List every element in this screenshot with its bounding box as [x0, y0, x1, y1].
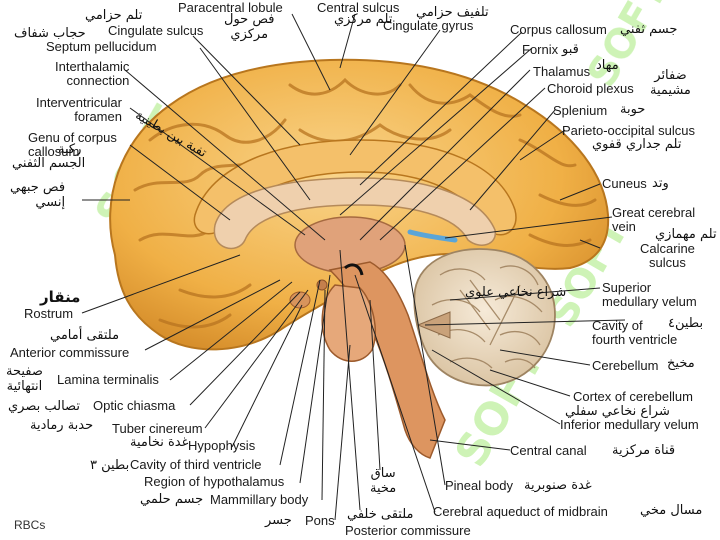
ar-label-inferior-medullary-velum: شراع نخاعي سفلي	[565, 404, 670, 419]
label-rostrum: Rostrum	[24, 306, 74, 321]
ar-label-corpus-callosum: جسم ثفني	[620, 22, 678, 37]
label-cavity-third-ventricle: Cavity of third ventricle	[130, 457, 262, 472]
label-region-hypothalamus: Region of hypothalamus	[144, 474, 285, 489]
label-cerebral-aqueduct: Cerebral aqueduct of midbrain	[433, 504, 608, 519]
ar-label-splenium: حوبة	[620, 102, 646, 117]
label-paracentral-lobule: Paracentral lobule	[178, 0, 283, 15]
ar-label-superior-medullary-velum: شراع نخاعي علوي	[465, 285, 567, 300]
ar-label-hypophysis: غدة نخامية	[130, 435, 189, 450]
ar-label-genu: ركبة	[58, 142, 82, 157]
ar-label-fourth-ventricle: بطين٤	[668, 316, 704, 331]
ar-label-mammillary-body: جسم حلمي	[140, 492, 204, 507]
label-cingulate-gyrus: Cingulate gyrus	[383, 18, 474, 33]
label-inferior-medullary-velum: Inferior medullary velum	[560, 417, 699, 432]
ar-label-rostrum: منقار	[40, 288, 81, 306]
ar-label-lamina-terminalis: صفيحة انتهائية	[6, 364, 43, 394]
ar-label-cingulate-sulcus: تلم حزامي	[85, 8, 143, 23]
ar-label-septum-pellucidum: حجاب شفاف	[14, 26, 86, 41]
label-parieto-occipital-sulcus: Parieto-occipital sulcus	[562, 123, 695, 138]
ar-label-anterior-commissure: ملتقى أمامي	[50, 328, 120, 343]
label-cuneus: Cuneus	[602, 176, 647, 191]
label-genu-corpus-callosum: Genu of corpus callosum	[28, 130, 117, 159]
label-lamina-terminalis: Lamina terminalis	[57, 372, 159, 387]
ar-label-thalamus: مهاد	[596, 58, 619, 73]
ar-label-frontal-lobe: فص جبهي إنسي	[10, 180, 66, 210]
ar-label-cingulate-gyrus: تلفيف حزامي	[416, 5, 489, 20]
ar-label-optic-chiasma: تصالب بصري	[8, 399, 80, 414]
label-central-sulcus: Central sulcus	[317, 0, 400, 15]
label-posterior-commissure: Posterior commissure	[345, 523, 471, 538]
ar-label-central-canal: قناة مركزية	[612, 443, 676, 458]
ar-label-third-ventricle: بطين ٣	[90, 458, 130, 473]
ar-label-cerebral-aqueduct: مسال مخي	[640, 503, 703, 518]
label-septum-pellucidum: Septum pellucidum	[46, 39, 157, 54]
cerebral-aqueduct	[344, 263, 364, 276]
ar-label-cuneus: وتد	[652, 176, 669, 191]
label-calcarine-sulcus: Calcarine sulcus	[640, 241, 695, 270]
label-superior-medullary-velum: Superior medullary velum	[602, 280, 697, 309]
label-fornix: Fornix	[522, 42, 559, 57]
ar-label-posterior-commissure: ملتقى خلفي	[347, 507, 414, 522]
label-tuber-cinereum: Tuber cinereum	[112, 421, 203, 436]
ar-label-pons: جسر	[265, 513, 292, 528]
ar-label-parieto-occipital: تلم جداري قفوي	[592, 137, 682, 152]
corpus-callosum	[213, 177, 496, 250]
label-pons: Pons	[305, 513, 335, 528]
label-splenium: Splenium	[553, 103, 608, 118]
label-cortex-of-cerebellum: Cortex of cerebellum	[573, 389, 693, 404]
label-interventricular-foramen: Interventricular foramen	[36, 95, 122, 124]
ar-label-fornix: قبو	[562, 42, 579, 57]
ar-label-choroid-plexus: ضفائر مشيمية	[650, 68, 691, 98]
label-cerebellum: Cerebellum	[592, 358, 659, 373]
label-corpus-callosum: Corpus callosum	[510, 22, 607, 37]
corner-label: RBCs	[14, 518, 46, 532]
label-anterior-commissure: Anterior commissure	[10, 345, 130, 360]
great-cerebral-vein	[407, 229, 458, 243]
ar-label-cerebral-peduncle: ساق مخية	[370, 466, 397, 496]
label-optic-chiasma: Optic chiasma	[93, 398, 176, 413]
pons	[321, 284, 376, 362]
ar-label-paracentral-lobule: فص حول مركزي	[224, 12, 275, 42]
label-mammillary-body: Mammillary body	[210, 492, 309, 507]
leader-lines	[81, 13, 626, 521]
ar-label-calcarine: تلم مهمازي	[655, 227, 717, 242]
label-choroid-plexus: Choroid plexus	[547, 81, 634, 96]
label-interthalamic-connection: Interthalamic connection	[55, 59, 130, 88]
label-thalamus: Thalamus	[533, 64, 591, 79]
ar-label-central-sulcus: تلم مركزي	[334, 12, 393, 27]
ar-label-cerebellum: مخيخ	[667, 356, 695, 371]
cerebellum	[413, 248, 556, 387]
ar-label-tuber-cinereum: حدبة رمادية	[30, 418, 94, 433]
label-hypophysis: Hypophysis	[188, 438, 256, 453]
label-pineal-body: Pineal body	[445, 478, 513, 493]
label-central-canal: Central canal	[510, 443, 587, 458]
cerebellum-group	[413, 248, 556, 387]
ar-label-corpus-callosum-2: الجسم الثفني	[12, 156, 86, 171]
label-great-cerebral-vein: Great cerebral vein	[612, 205, 696, 234]
ar-label-pineal-body: غدة صنوبرية	[524, 478, 592, 493]
label-cingulate-sulcus: Cingulate sulcus	[108, 23, 204, 38]
label-cavity-fourth-ventricle: Cavity of fourth ventricle	[592, 318, 678, 347]
